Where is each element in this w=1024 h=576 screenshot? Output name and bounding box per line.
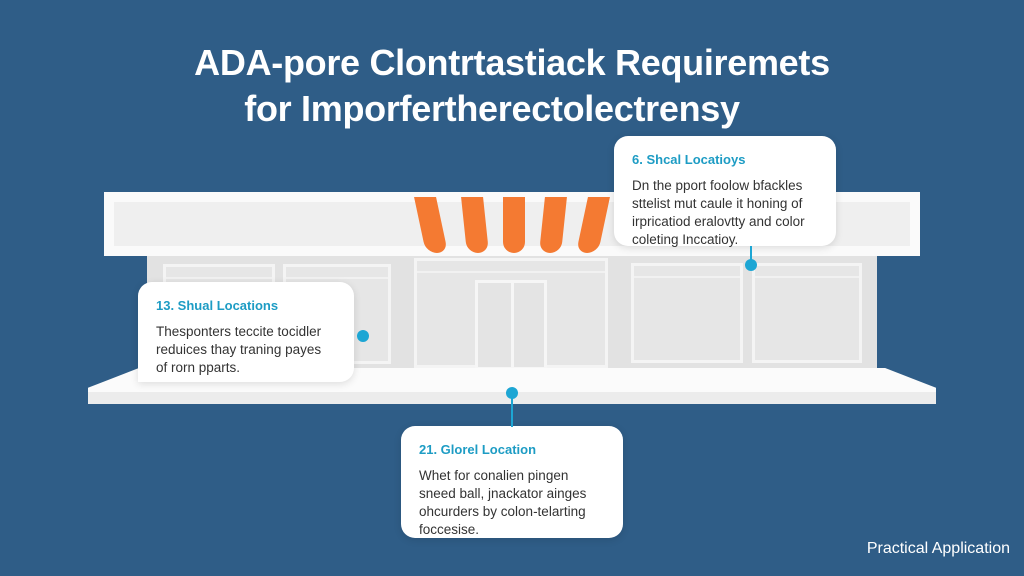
callout-body: Whet for conalien pingen sneed ball, jna… bbox=[419, 468, 587, 537]
awning-stripe bbox=[414, 197, 448, 253]
storefront-door bbox=[475, 280, 547, 370]
storefront-awning bbox=[414, 197, 610, 259]
callout-heading: 21. Glorel Location bbox=[419, 442, 537, 457]
window-right-1 bbox=[631, 263, 743, 363]
title-line-1: ADA-pore Clontrtastiack Requiremets bbox=[194, 42, 830, 83]
callout-body: Thesponters teccite tocidler reduices th… bbox=[156, 324, 322, 375]
awning-stripe bbox=[461, 197, 489, 253]
location-marker-icon bbox=[506, 387, 518, 399]
callout-card-bottom: 21. Glorel Location Whet for conalien pi… bbox=[401, 426, 623, 538]
awning-stripe bbox=[503, 197, 525, 253]
awning-stripe bbox=[576, 197, 610, 253]
location-marker-icon bbox=[745, 259, 757, 271]
title-line-2: for Imporfertherectolectrensy bbox=[244, 88, 740, 129]
callout-card-left: 13. Shual Locations Thesponters teccite … bbox=[138, 282, 354, 382]
awning-stripe bbox=[539, 197, 567, 253]
window-right-2 bbox=[752, 263, 862, 363]
callout-card-top-right: 6. Shcal Locatioys Dn the pport foolow b… bbox=[614, 136, 836, 247]
callout-heading: 6. Shcal Locatioys bbox=[632, 152, 746, 167]
location-marker-icon bbox=[357, 330, 369, 342]
page-title: ADA-pore Clontrtastiack Requiremets for … bbox=[0, 40, 1024, 132]
callout-heading: 13. Shual Locations bbox=[156, 298, 279, 313]
connector-line bbox=[750, 246, 752, 264]
callout-body: Dn the pport foolow bfackles sttelist mu… bbox=[632, 178, 805, 247]
connector-line bbox=[511, 397, 513, 427]
footer-label: Practical Application bbox=[866, 540, 1010, 557]
